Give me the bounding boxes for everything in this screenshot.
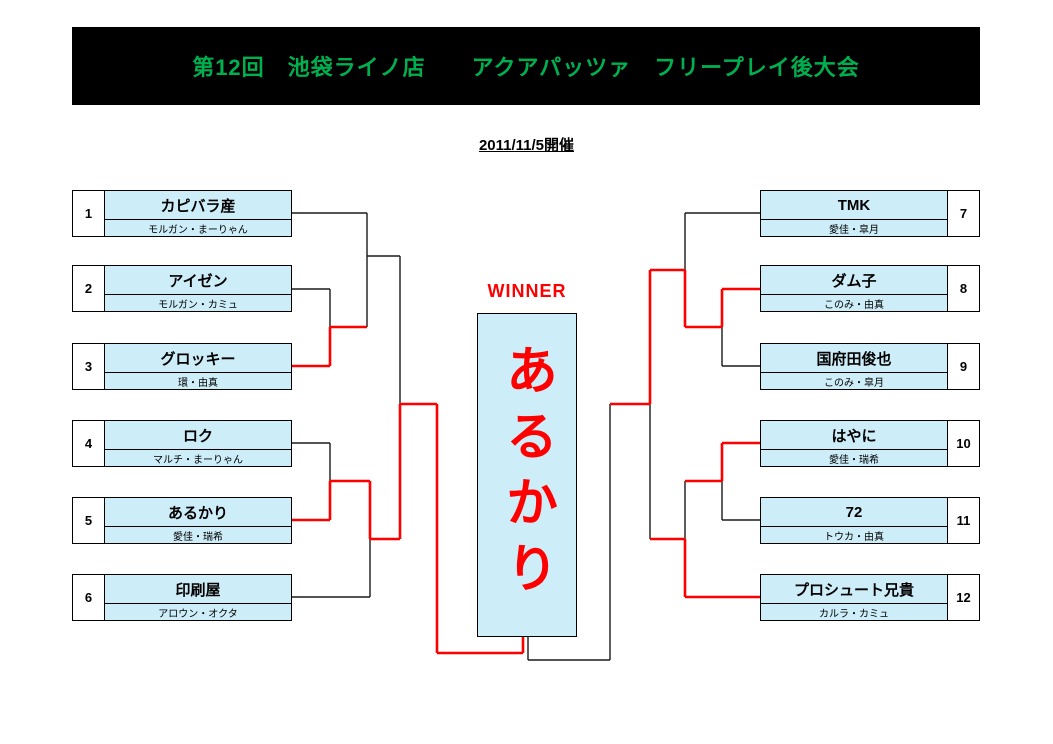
winner-box: あるかり <box>477 313 577 637</box>
seed-number: 11 <box>947 497 980 544</box>
team-box: アイゼン モルガン・カミュ <box>104 265 292 312</box>
player-characters: カルラ・カミュ <box>761 603 947 620</box>
team-box: はやに 愛佳・瑞希 <box>760 420 948 467</box>
team-name: カピバラ産 <box>160 197 236 215</box>
tournament-title: 第12回 池袋ライノ店 アクアパッツァ フリープレイ後大会 <box>192 55 860 80</box>
bracket-entry-2: 2 アイゼン モルガン・カミュ <box>72 265 292 312</box>
team-box: グロッキー 環・由真 <box>104 343 292 390</box>
player-characters: 愛佳・瑞希 <box>105 526 291 543</box>
team-name: グロッキー <box>160 350 236 368</box>
event-date: 2011/11/5開催 <box>478 137 575 154</box>
team-box: プロシュート兄貴 カルラ・カミュ <box>760 574 948 621</box>
player-characters: アロウン・オクタ <box>105 603 291 620</box>
seed-number: 9 <box>947 343 980 390</box>
winner-label: WINNER <box>487 281 567 301</box>
seed-number: 4 <box>72 420 105 467</box>
player-characters: 愛佳・皐月 <box>761 219 947 236</box>
team-box: あるかり 愛佳・瑞希 <box>104 497 292 544</box>
title-banner: 第12回 池袋ライノ店 アクアパッツァ フリープレイ後大会 <box>72 27 980 105</box>
seed-number: 10 <box>947 420 980 467</box>
seed-number: 2 <box>72 265 105 312</box>
winner-path-lines <box>288 268 765 655</box>
bracket-entry-6: 6 印刷屋 アロウン・オクタ <box>72 574 292 621</box>
player-characters: 愛佳・瑞希 <box>761 449 947 466</box>
bracket-entry-1: 1 カピバラ産 モルガン・まーりゃん <box>72 190 292 237</box>
player-characters: トウカ・由真 <box>761 526 947 543</box>
team-box: 72 トウカ・由真 <box>760 497 948 544</box>
player-characters: モルガン・まーりゃん <box>105 219 291 236</box>
team-name: 72 <box>845 503 863 521</box>
bracket-entry-9: 国府田俊也 このみ・皐月 9 <box>760 343 980 390</box>
team-box: ダム子 このみ・由真 <box>760 265 948 312</box>
seed-number: 5 <box>72 497 105 544</box>
team-name: ロク <box>182 427 213 445</box>
bracket-entry-12: プロシュート兄貴 カルラ・カミュ 12 <box>760 574 980 621</box>
bracket-entry-11: 72 トウカ・由真 11 <box>760 497 980 544</box>
player-characters: 環・由真 <box>105 372 291 389</box>
seed-number: 1 <box>72 190 105 237</box>
team-box: TMK 愛佳・皐月 <box>760 190 948 237</box>
team-name: 国府田俊也 <box>816 350 892 368</box>
seed-number: 7 <box>947 190 980 237</box>
bracket-entry-4: 4 ロク マルチ・まーりゃん <box>72 420 292 467</box>
player-characters: モルガン・カミュ <box>105 294 291 311</box>
team-name: プロシュート兄貴 <box>793 581 914 599</box>
bracket-lines-black <box>288 212 765 661</box>
player-characters: このみ・由真 <box>761 294 947 311</box>
player-characters: このみ・皐月 <box>761 372 947 389</box>
player-characters: マルチ・まーりゃん <box>105 449 291 466</box>
team-box: カピバラ産 モルガン・まーりゃん <box>104 190 292 237</box>
team-name: 印刷屋 <box>175 581 221 599</box>
team-box: ロク マルチ・まーりゃん <box>104 420 292 467</box>
team-name: TMK <box>837 196 871 214</box>
bracket-entry-10: はやに 愛佳・瑞希 10 <box>760 420 980 467</box>
seed-number: 3 <box>72 343 105 390</box>
bracket-entry-5: 5 あるかり 愛佳・瑞希 <box>72 497 292 544</box>
seed-number: 8 <box>947 265 980 312</box>
team-box: 国府田俊也 このみ・皐月 <box>760 343 948 390</box>
team-name: あるかり <box>167 504 228 522</box>
winner-name: あるかり <box>497 343 556 607</box>
team-name: ダム子 <box>831 272 877 290</box>
seed-number: 12 <box>947 574 980 621</box>
bracket-entry-7: TMK 愛佳・皐月 7 <box>760 190 980 237</box>
team-box: 印刷屋 アロウン・オクタ <box>104 574 292 621</box>
bracket-entry-3: 3 グロッキー 環・由真 <box>72 343 292 390</box>
team-name: アイゼン <box>168 272 228 290</box>
team-name: はやに <box>831 427 877 445</box>
seed-number: 6 <box>72 574 105 621</box>
bracket-entry-8: ダム子 このみ・由真 8 <box>760 265 980 312</box>
